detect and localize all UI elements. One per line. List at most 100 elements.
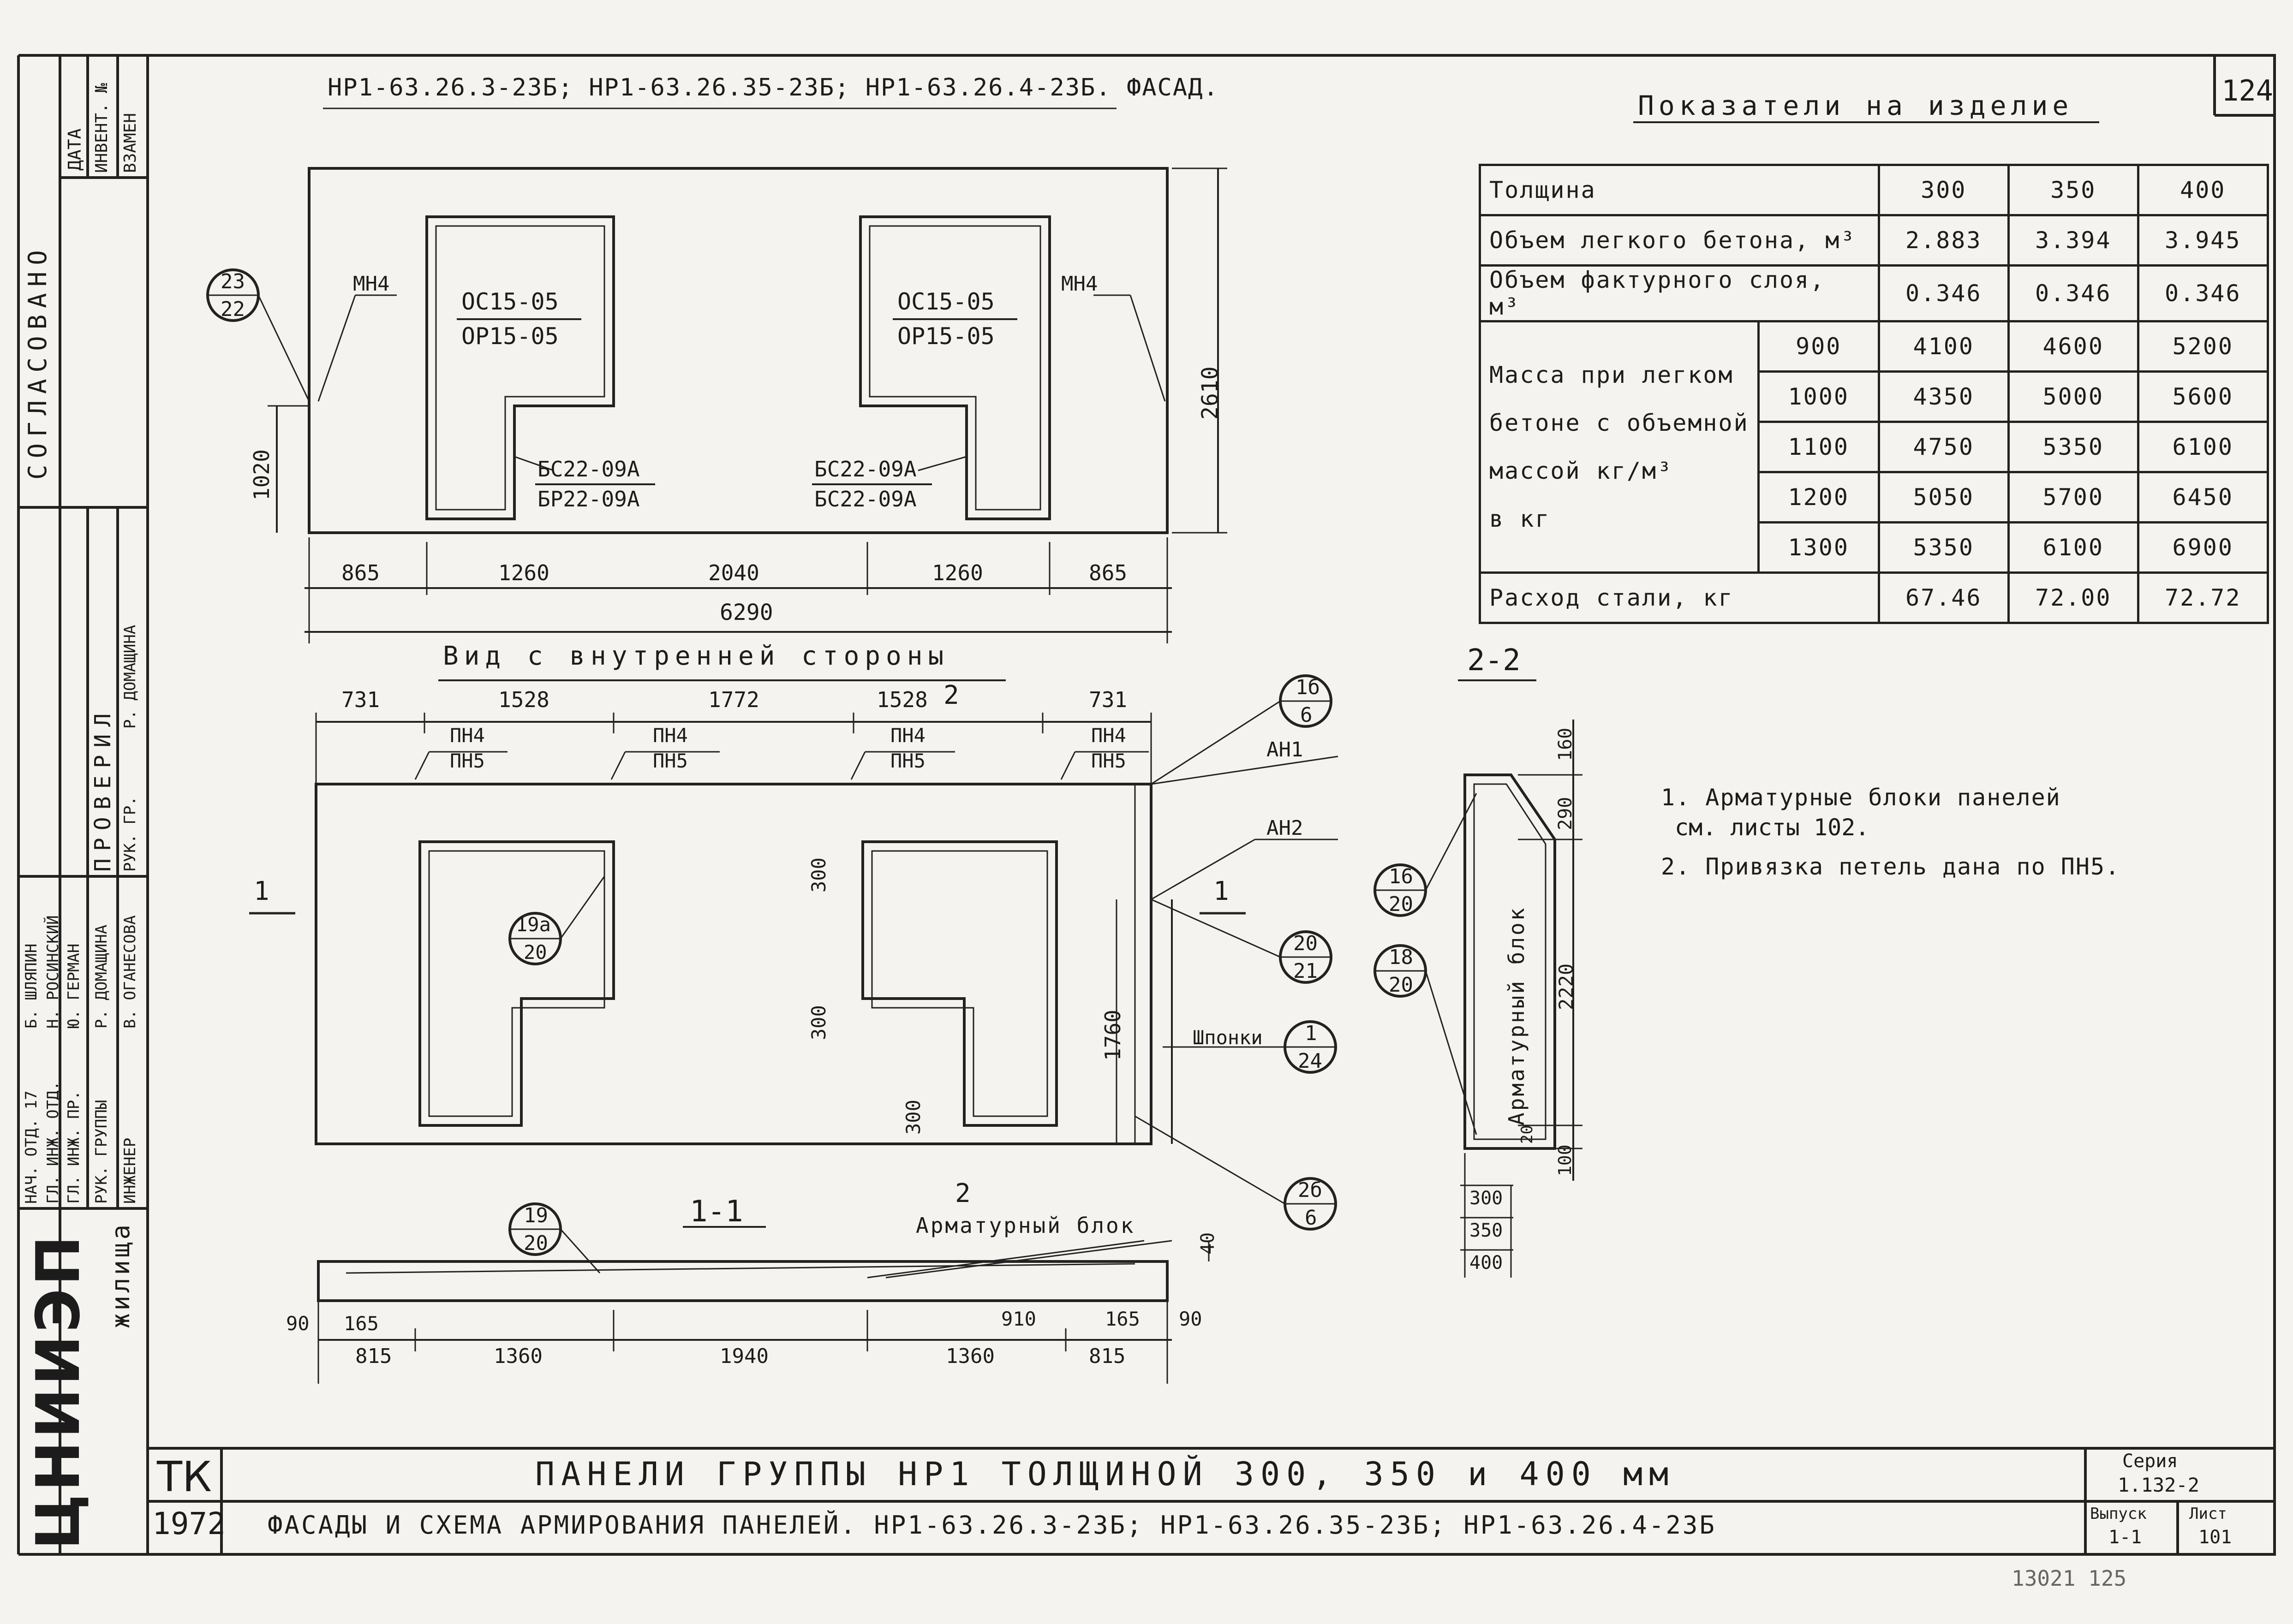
- mass-label: Масса при легком бетоне с объемной массо…: [1479, 320, 1760, 574]
- facade-title: НР1-63.26.3-23Б; НР1-63.26.35-23Б; НР1-6…: [328, 74, 1219, 101]
- inner-sec1-right: 1: [1213, 876, 1229, 906]
- thickness-350: 350: [2007, 164, 2139, 216]
- facade-total: 6290: [720, 600, 773, 625]
- inner-dim-1: 1528: [498, 687, 549, 712]
- door-2-divider: [812, 483, 932, 485]
- mass-cell: 4100: [1877, 320, 2010, 373]
- steel-300: 67.46: [1877, 571, 2010, 624]
- door-2-top: БС22-09А: [814, 457, 917, 482]
- table-row: 1000 4350 5000 5600: [1480, 370, 2269, 423]
- sec11-dim-2: 1940: [720, 1344, 769, 1368]
- facade-dim-3: 1260: [932, 560, 983, 585]
- callout-1b-bot: 6: [1300, 703, 1313, 727]
- sheet-number: 124: [2221, 74, 2273, 107]
- inner-d300-b: 300: [807, 1005, 830, 1040]
- mass-cell: 5700: [2007, 471, 2139, 523]
- inner-sec1-left: 1: [254, 876, 269, 906]
- mass-label-line-0: Масса при легком: [1489, 362, 1734, 388]
- vol-face-label: Объем фактурного слоя, м³: [1479, 264, 1880, 322]
- mass-cell: 5000: [2007, 370, 2139, 423]
- mark-mn4-right: МН4: [1061, 272, 1098, 296]
- callout-2b-bot: 6: [1305, 1206, 1317, 1230]
- loop-3-top: ПН4: [890, 724, 926, 747]
- density-1100: 1100: [1757, 421, 1880, 473]
- facade-dim-0: 865: [341, 560, 380, 585]
- window-2-top: ОС15-05: [897, 288, 995, 315]
- facade-callout-top: 23: [221, 270, 245, 293]
- mass-cell: 6100: [2007, 521, 2139, 574]
- steel-label: Расход стали, кг: [1479, 571, 1880, 624]
- sub-title: ФАСАДЫ И СХЕМА АРМИРОВАНИЯ ПАНЕЛЕЙ. НР1-…: [268, 1511, 1716, 1540]
- callout-19a-top: 19а: [516, 913, 551, 936]
- sec11-d90-left: 90: [286, 1312, 310, 1335]
- section-2-2-c1-bot: 20: [1389, 892, 1413, 916]
- name-4: В. ОГАНЕСОВА: [121, 915, 139, 1029]
- window-1-top: ОС15-05: [461, 288, 559, 315]
- sec22-thick-300: 300: [1469, 1188, 1503, 1209]
- table-row: 1200 5050 5700 6450: [1480, 471, 2269, 523]
- window-1-divider: [457, 318, 581, 320]
- sec11-d90-right: 90: [1179, 1308, 1202, 1330]
- mass-cell: 6900: [2137, 521, 2269, 574]
- thickness-label: Толщина: [1479, 164, 1880, 216]
- main-title: ПАНЕЛИ ГРУППЫ НР1 ТОЛЩИНОЙ 300, 350 и 40…: [535, 1455, 1675, 1493]
- role-3: РУК. ГРУППЫ: [92, 1100, 111, 1204]
- section-2-2-c2-bot: 20: [1389, 973, 1413, 997]
- vol-face-300: 0.346: [1877, 264, 2010, 322]
- mass-cell: 6100: [2137, 421, 2269, 473]
- sec22-dim-3: 20: [1518, 1125, 1536, 1144]
- sec11-dim-3: 1360: [946, 1344, 995, 1368]
- facade-dim-2: 2040: [708, 560, 759, 585]
- section-2-2-c2-top: 18: [1389, 946, 1413, 969]
- sec11-dim-4: 815: [1089, 1344, 1126, 1368]
- role-4: ИНЖЕНЕР: [121, 1137, 139, 1204]
- mass-cell: 4600: [2007, 320, 2139, 373]
- sec11-dim-1: 1360: [494, 1344, 543, 1368]
- window-2-divider: [893, 318, 1017, 320]
- vol-light-300: 2.883: [1877, 214, 2010, 267]
- facade-dim-1: 1260: [498, 560, 549, 585]
- section-1-1-block: Арматурный блок: [916, 1213, 1135, 1238]
- inner-sec2-mark: 2: [943, 680, 959, 710]
- keys-label: Шпонки: [1193, 1026, 1263, 1049]
- mass-cell: 4750: [1877, 421, 2010, 473]
- mass-cell: 5600: [2137, 370, 2269, 423]
- inner-dim-2: 1772: [708, 687, 759, 712]
- callout-20-top: 20: [1293, 932, 1318, 955]
- callout-keys-top: 1: [1305, 1022, 1317, 1045]
- steel-400: 72.72: [2137, 571, 2269, 624]
- sec11-d40: 40: [1197, 1232, 1218, 1255]
- facade-height: 2610: [1197, 366, 1223, 420]
- checked-label: ПРОВЕРИЛ: [90, 706, 116, 872]
- replace-label: ВЗАМЕН: [121, 113, 140, 173]
- sec11-d165-left: 165: [344, 1312, 379, 1335]
- role-1: ГЛ. ИНЖ. ОТД.: [44, 1081, 62, 1204]
- name-0: Б. ШЛЯПИН: [22, 943, 41, 1029]
- loop-4-bot: ПН5: [1091, 750, 1126, 772]
- series-label: Серия: [2122, 1451, 2178, 1472]
- density-1000: 1000: [1757, 370, 1880, 423]
- mass-label-line-1: бетоне с объемной: [1489, 410, 1749, 436]
- door-1-bot: БР22-09А: [537, 487, 640, 512]
- thickness-400: 400: [2137, 164, 2269, 216]
- inner-dim-3: 1528: [877, 687, 928, 712]
- loop-2-top: ПН4: [653, 724, 688, 747]
- sec11-d910: 910: [1001, 1308, 1036, 1330]
- inner-d300-a: 300: [807, 857, 830, 892]
- section-1-1-title: 1-1: [690, 1195, 743, 1229]
- table-row: Объем легкого бетона, м³ 2.883 3.394 3.9…: [1479, 214, 2269, 267]
- vol-light-label: Объем легкого бетона, м³: [1479, 214, 1880, 267]
- callout-20-bot: 21: [1293, 959, 1318, 983]
- sec11-dim-0: 815: [355, 1344, 392, 1368]
- facade-sill: 1020: [249, 449, 274, 500]
- agreed-label: СОГЛАСОВАНО: [23, 244, 52, 480]
- door-1-top: БС22-09А: [537, 457, 640, 482]
- name-3: Р. ДОМАЩИНА: [92, 924, 111, 1029]
- loop-2-bot: ПН5: [653, 750, 688, 772]
- series-value: 1.132-2: [2118, 1474, 2200, 1496]
- org-logo: ЦНИИЭП: [23, 1232, 93, 1550]
- section-1-1-callout-bot: 20: [524, 1231, 548, 1255]
- bottom-note: 13021 125: [2012, 1566, 2127, 1591]
- loop-4-top: ПН4: [1091, 724, 1126, 747]
- window-2-bot: ОР15-05: [897, 323, 995, 350]
